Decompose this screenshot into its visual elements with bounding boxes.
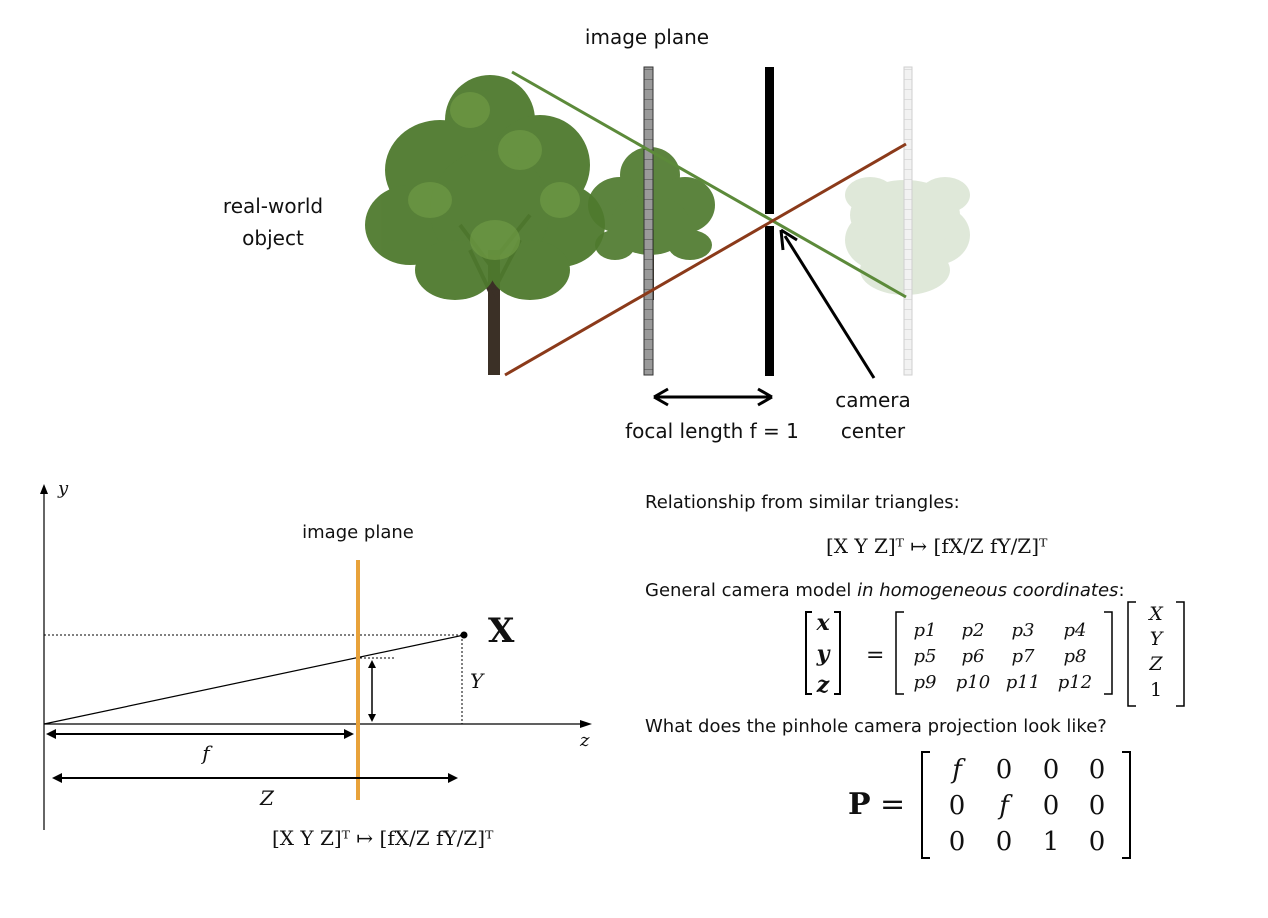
- y-axis-arrowhead: [40, 484, 48, 494]
- bottom-formula: [X Y Z]ᵀ ↦ [fX/Z fY/Z]ᵀ: [272, 826, 494, 850]
- real-world-tree: [365, 75, 605, 375]
- z-axis-label: z: [579, 730, 590, 751]
- bottom-image-plane-label: image plane: [302, 522, 414, 543]
- camera-label-line2: center: [841, 419, 906, 443]
- similar-triangles-formula: [X Y Z]ᵀ ↦ [fX/Z fY/Z]ᵀ: [826, 534, 1048, 558]
- projection-ray: [43, 634, 465, 725]
- z-axis-arrowhead: [580, 720, 592, 728]
- similar-triangles-text: Relationship from similar triangles:: [645, 492, 960, 513]
- image-plane-bar: [643, 66, 654, 376]
- object-label-line2: object: [242, 226, 304, 250]
- camera-barrier-top: [765, 67, 774, 214]
- f-label: f: [200, 741, 213, 765]
- projected-tree: [588, 147, 715, 300]
- Z-label: Z: [259, 786, 275, 810]
- projection-geometry-diagram: y z f Z Y X image plane: [40, 478, 592, 830]
- point-X: [460, 631, 468, 639]
- focal-length-arrow: [653, 387, 773, 407]
- top-image-plane-label: image plane: [585, 25, 709, 49]
- general-model-text: General camera model in homogeneous coor…: [645, 580, 1125, 601]
- Y-label: Y: [470, 669, 485, 693]
- focal-length-label: focal length f = 1: [625, 419, 799, 443]
- ray-upper: [511, 70, 907, 299]
- y-axis-label: y: [57, 478, 69, 499]
- camera-center-arrow: [779, 228, 876, 379]
- camera-barrier-bottom: [765, 226, 774, 376]
- pinhole-question: What does the pinhole camera projection …: [645, 716, 1107, 737]
- ray-lower: [504, 142, 907, 377]
- camera-label-line1: camera: [835, 388, 911, 412]
- object-label-line1: real-world: [223, 194, 323, 218]
- virtual-image-plane: [903, 66, 913, 376]
- X-point-label: X: [488, 611, 515, 651]
